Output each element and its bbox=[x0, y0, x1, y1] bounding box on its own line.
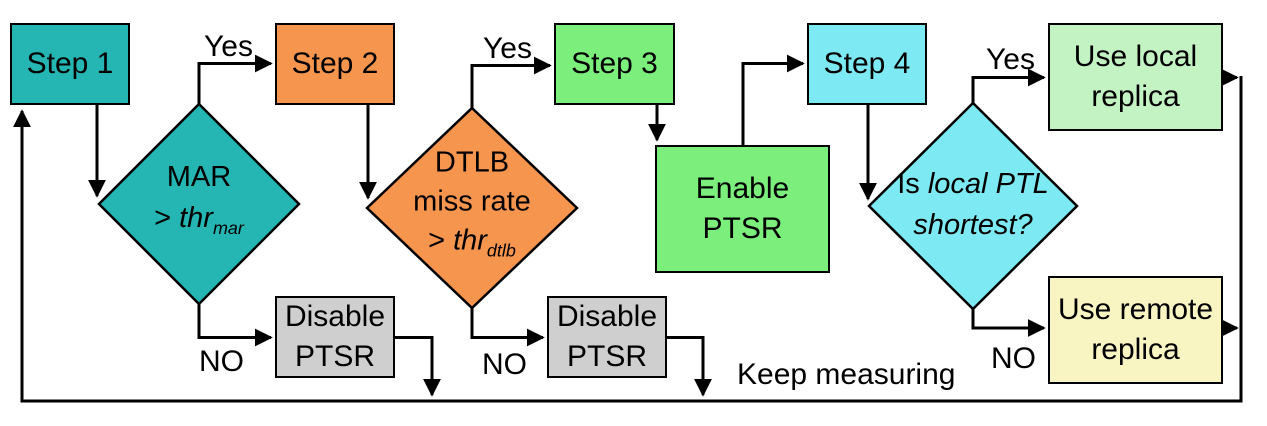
arrow-mar-no-to-disable1 bbox=[197, 304, 273, 347]
node-use-remote-line1: Use remote bbox=[1057, 293, 1214, 326]
edge-label-ptl-yes: Yes bbox=[986, 43, 1035, 76]
decision-mar-line1: MAR bbox=[166, 161, 232, 194]
decision-dtlb-line2: miss rate bbox=[413, 185, 531, 218]
decision-ptl-label: Is local PTL shortest? bbox=[897, 164, 1049, 246]
node-disable-ptsr-1: Disable PTSR bbox=[275, 296, 395, 378]
arrow-dtlb-no-to-disable2 bbox=[470, 308, 545, 347]
decision-mar-line2: > thrmar bbox=[154, 198, 244, 249]
keep-measuring-label: Keep measuring bbox=[737, 358, 956, 391]
node-disable-ptsr-2-line1: Disable bbox=[556, 300, 658, 333]
decision-dtlb-subscript: dtlb bbox=[486, 240, 516, 261]
node-enable-ptsr-line1: Enable bbox=[695, 172, 790, 205]
node-step3: Step 3 bbox=[554, 23, 675, 105]
feedback-rail-to-step1 bbox=[12, 76, 1243, 403]
node-disable-ptsr-1-line2: PTSR bbox=[294, 340, 375, 373]
decision-ptl-line1-italic: local PTL bbox=[927, 168, 1049, 200]
decision-ptl-line2: shortest? bbox=[897, 205, 1049, 246]
edge-label-dtlb-yes: Yes bbox=[483, 32, 532, 65]
decision-ptl-lead: Is bbox=[897, 168, 920, 200]
edge-label-ptl-no: NO bbox=[991, 342, 1036, 375]
decision-dtlb-variable: thr bbox=[453, 224, 487, 257]
node-disable-ptsr-1-line1: Disable bbox=[284, 300, 386, 333]
edge-label-mar-yes: Yes bbox=[204, 30, 253, 63]
node-step2: Step 2 bbox=[275, 23, 395, 105]
decision-mar-subscript: mar bbox=[212, 217, 244, 238]
arrow-ptl-no-to-use-remote bbox=[971, 309, 1046, 337]
node-use-remote-replica: Use remote replica bbox=[1048, 276, 1223, 384]
node-use-local-line1: Use local bbox=[1073, 40, 1198, 73]
node-step1-label: Step 1 bbox=[26, 47, 114, 80]
node-disable-ptsr-2: Disable PTSR bbox=[547, 296, 667, 378]
decision-ptl-shape bbox=[867, 101, 1079, 311]
decision-dtlb-shape bbox=[365, 106, 579, 310]
node-step2-label: Step 2 bbox=[291, 47, 379, 80]
decision-dtlb-label: DTLB miss rate > thrdtlb bbox=[413, 144, 531, 271]
node-disable-ptsr-2-line2: PTSR bbox=[566, 340, 647, 373]
decision-mar-operator: > bbox=[154, 202, 172, 235]
edge-label-mar-no: NO bbox=[199, 345, 244, 378]
arrow-ptl-yes-to-use-local bbox=[971, 68, 1046, 103]
decision-ptl-line2-italic: shortest? bbox=[913, 209, 1033, 241]
node-use-local-replica: Use local replica bbox=[1048, 23, 1223, 131]
node-step4-label: Step 4 bbox=[823, 47, 911, 80]
edge-label-dtlb-no: NO bbox=[482, 348, 527, 381]
decision-dtlb-line3: > thrdtlb bbox=[413, 222, 531, 271]
node-step3-label: Step 3 bbox=[571, 47, 658, 80]
node-enable-ptsr-line2: PTSR bbox=[702, 212, 783, 245]
decision-mar-label: MAR > thrmar bbox=[154, 157, 244, 249]
arrow-dtlb-yes-to-step3 bbox=[470, 56, 552, 108]
arrow-enable-ptsr-to-step4 bbox=[741, 54, 805, 145]
arrow-mar-yes-to-step2 bbox=[197, 54, 273, 104]
decision-mar-variable: thr bbox=[179, 202, 213, 235]
node-use-remote-line2: replica bbox=[1091, 333, 1180, 366]
decision-dtlb-operator: > bbox=[428, 224, 446, 257]
decision-ptl-line1: Is local PTL bbox=[897, 164, 1049, 205]
arrow-disable2-to-rail bbox=[667, 336, 712, 397]
node-enable-ptsr: Enable PTSR bbox=[655, 145, 830, 273]
node-step1: Step 1 bbox=[10, 23, 130, 105]
node-use-local-line2: replica bbox=[1091, 80, 1180, 113]
arrow-disable1-to-rail bbox=[395, 336, 441, 397]
node-step4: Step 4 bbox=[807, 23, 927, 105]
decision-dtlb-line1: DTLB bbox=[434, 146, 510, 179]
decision-mar-shape bbox=[97, 102, 301, 306]
